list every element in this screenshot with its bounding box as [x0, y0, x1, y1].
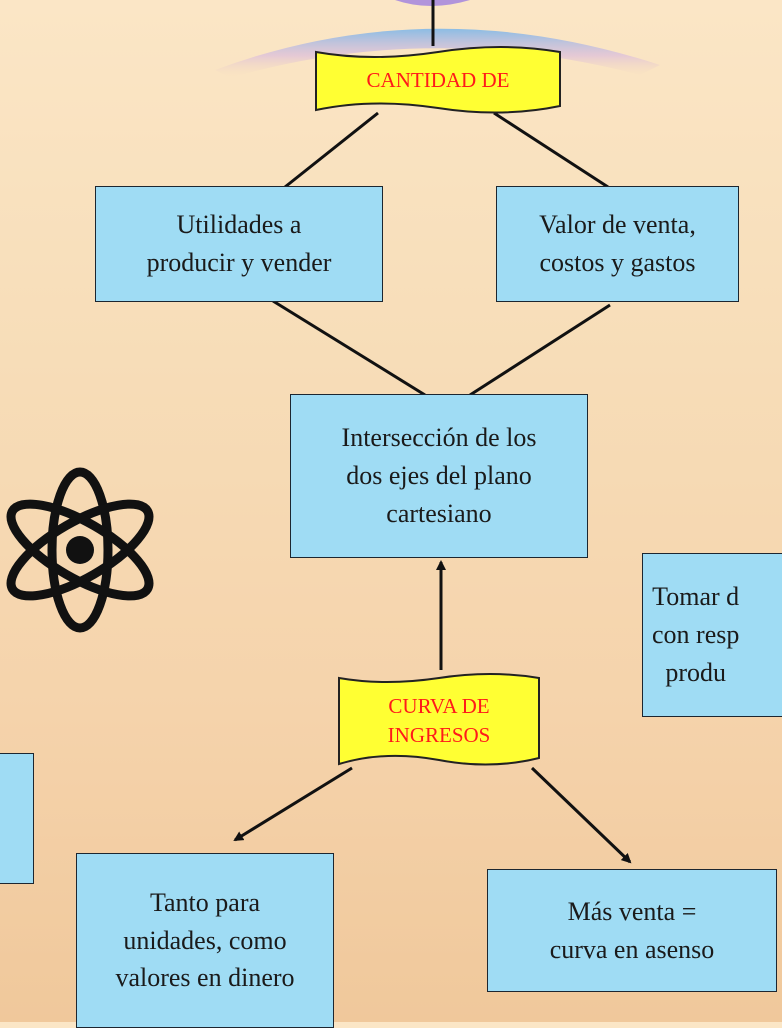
- ingresos-banner-label: CURVA DE INGRESOS: [387, 693, 491, 747]
- ingresos-banner: CURVA DE INGRESOS: [335, 670, 543, 772]
- mas-venta-text: Más venta = curva en asenso: [549, 896, 715, 964]
- cantidad-banner: CANTIDAD DE: [312, 44, 564, 118]
- cantidad-banner-label: CANTIDAD DE: [366, 68, 510, 93]
- connector-utilidades-interseccion: [272, 299, 426, 397]
- atom-icon: [6, 467, 154, 633]
- banner-shape: [338, 673, 540, 766]
- arrow-ingresos-tanto: [233, 766, 353, 842]
- tomar-box: Tomar d con resp produ: [642, 553, 782, 717]
- utilidades-text: Utilidades a producir y vender: [146, 210, 332, 277]
- mas-venta-box: Más venta = curva en asenso: [487, 869, 777, 992]
- interseccion-text: Intersección de los dos ejes del plano c…: [341, 423, 537, 528]
- connector-cantidad-utilidades: [284, 111, 379, 189]
- valor-venta-text: Valor de venta, costos y gastos: [539, 210, 696, 277]
- connector-cantidad-valor: [493, 111, 609, 189]
- utilidades-box: Utilidades a producir y vender: [95, 186, 383, 302]
- left-partial-box: [0, 753, 34, 884]
- banner-shape: [315, 46, 561, 114]
- connector-valor-interseccion: [469, 303, 611, 397]
- arrow-ingresos-mas-venta: [530, 766, 632, 864]
- tanto-text: Tanto para unidades, como valores en din…: [115, 887, 295, 993]
- interseccion-box: Intersección de los dos ejes del plano c…: [290, 394, 588, 558]
- tanto-box: Tanto para unidades, como valores en din…: [76, 853, 334, 1028]
- valor-venta-box: Valor de venta, costos y gastos: [496, 186, 739, 302]
- tomar-text: Tomar d con resp produ: [652, 582, 740, 687]
